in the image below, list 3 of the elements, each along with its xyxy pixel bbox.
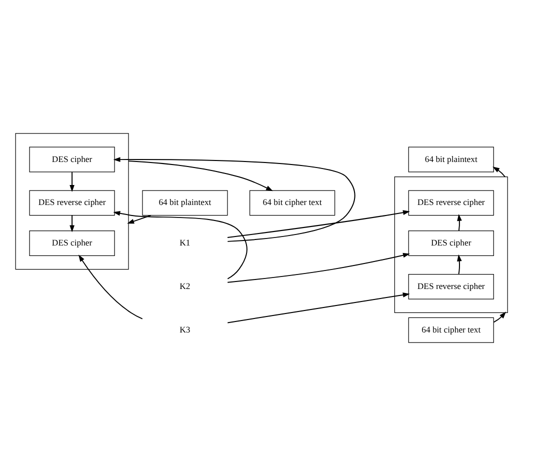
- node-text: K3: [180, 324, 190, 334]
- node-text: K2: [180, 280, 190, 291]
- node-text: K1: [180, 238, 190, 248]
